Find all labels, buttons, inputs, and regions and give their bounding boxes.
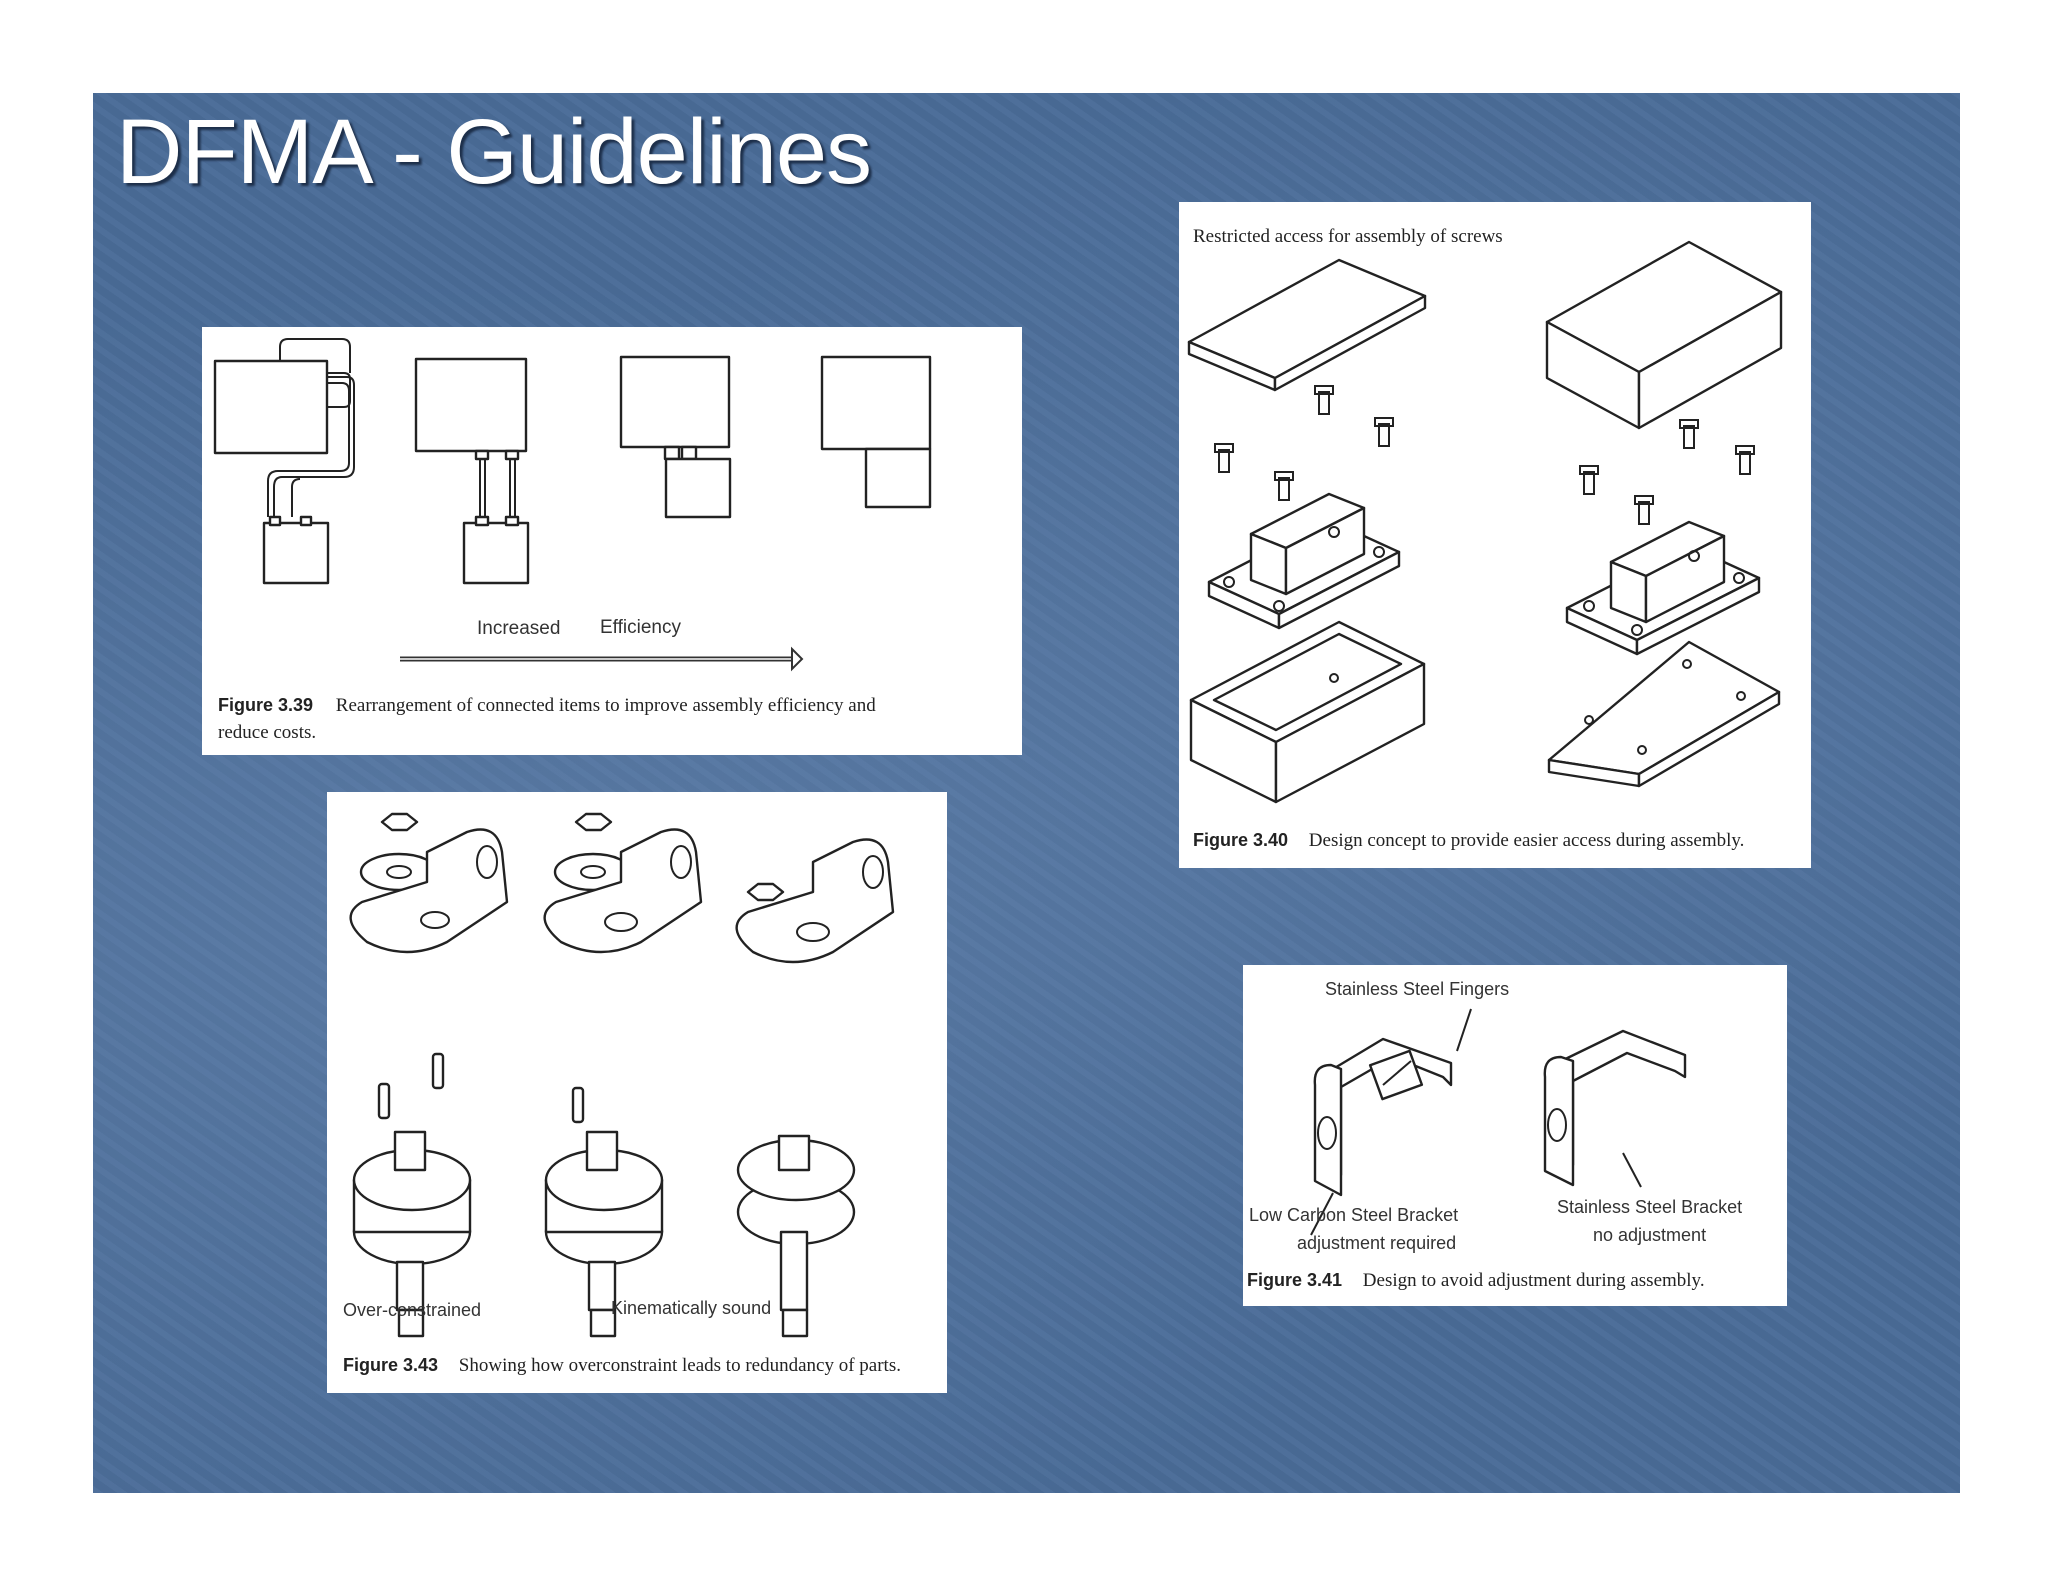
- stainless-fingers-label: Stainless Steel Fingers: [1325, 979, 1510, 999]
- figure-3-39-caption: Figure 3.39 Rearrangement of connected i…: [218, 695, 1018, 717]
- figure-label: Figure 3.41: [1247, 1270, 1343, 1290]
- stainless-bracket-label: Stainless Steel Bracket: [1557, 1197, 1743, 1217]
- caption-text: Rearrangement of connected items to impr…: [335, 695, 876, 716]
- figure-3-40-header: Restricted access for assembly of screws: [1193, 226, 1503, 247]
- figure-3-43-drawing: [349, 812, 895, 1338]
- kinematically-sound-label: Kinematically sound: [611, 1298, 772, 1318]
- figure-3-40-caption: Figure 3.40 Design concept to provide ea…: [1193, 830, 1803, 852]
- adjustment-required-label: adjustment required: [1297, 1233, 1457, 1253]
- figure-3-43-panel: Over-constrained Kinematically sound Fig…: [327, 792, 947, 1393]
- caption-text: Showing how overconstraint leads to redu…: [458, 1355, 901, 1376]
- over-constrained-label: Over-constrained: [343, 1300, 482, 1320]
- figure-3-41-caption: Figure 3.41 Design to avoid adjustment d…: [1247, 1270, 1785, 1292]
- figure-label: Figure 3.43: [343, 1355, 439, 1375]
- caption-text: Design to avoid adjustment during assemb…: [1362, 1270, 1705, 1291]
- caption-text: Design concept to provide easier access …: [1308, 830, 1745, 851]
- figure-3-40-drawing: [1187, 240, 1783, 804]
- figure-label: Figure 3.40: [1193, 830, 1289, 850]
- figure-3-40-panel: Restricted access for assembly of screws: [1179, 202, 1811, 868]
- slide-title: DFMA - Guidelines: [116, 101, 872, 203]
- figure-label: Figure 3.39: [218, 695, 314, 715]
- no-adjustment-label: no adjustment: [1593, 1225, 1707, 1245]
- figure-3-39-drawing: [213, 338, 932, 672]
- figure-3-41-panel: Stainless Steel Fingers Low Carbon Steel…: [1243, 965, 1787, 1306]
- figure-3-39-panel: Increased Efficiency Figure 3.39 Rearran…: [202, 327, 1022, 755]
- low-carbon-bracket-label: Low Carbon Steel Bracket: [1249, 1205, 1459, 1225]
- figure-3-41-drawing: [1310, 1008, 1687, 1236]
- figure-3-39-caption-cont: reduce costs.: [218, 722, 317, 743]
- efficiency-label: Efficiency: [600, 617, 681, 638]
- figure-3-43-caption: Figure 3.43 Showing how overconstraint l…: [343, 1355, 943, 1377]
- increased-label: Increased: [477, 618, 561, 639]
